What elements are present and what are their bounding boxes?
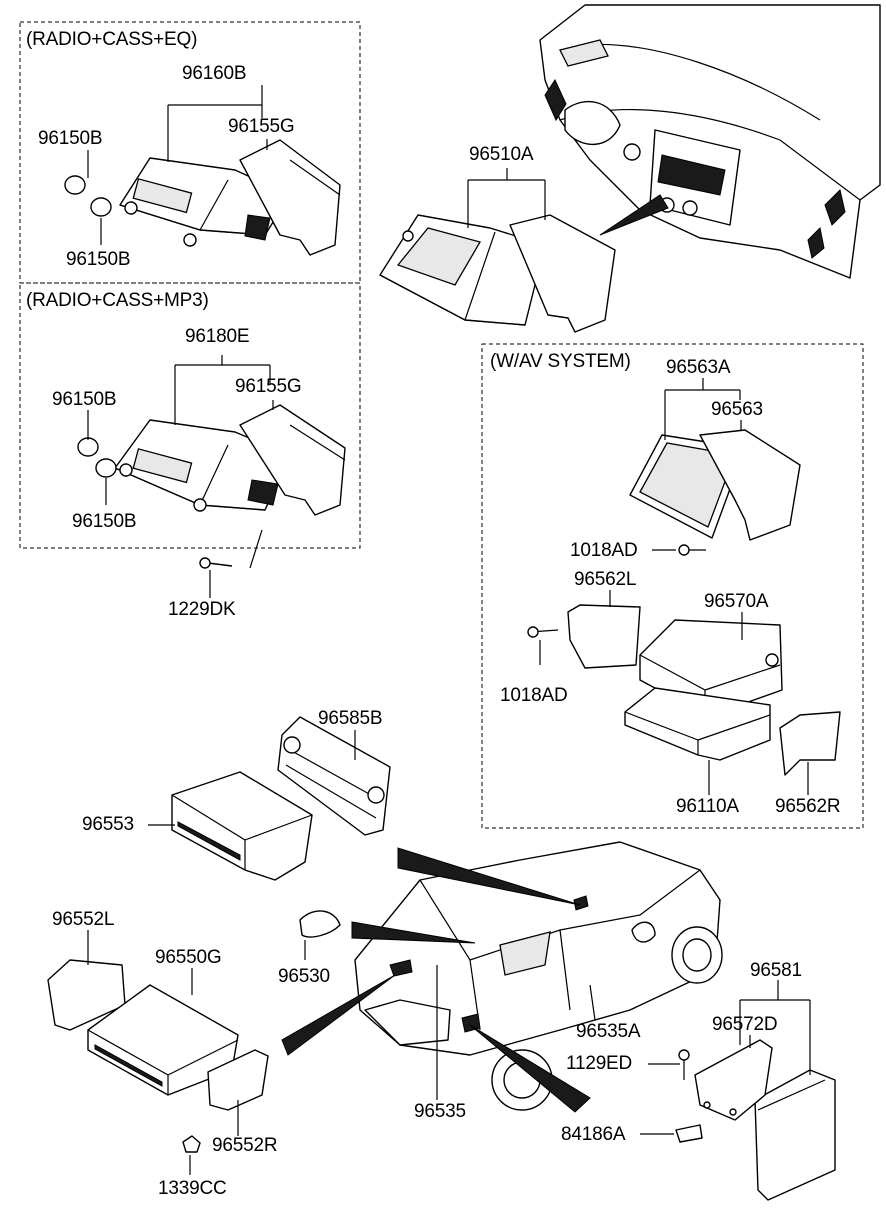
section-title-eq: (RADIO+CASS+EQ) — [26, 29, 198, 50]
part-label-96155G-mp3: 96155G — [235, 376, 302, 397]
part-label-96160B: 96160B — [182, 63, 247, 84]
part-label-96562L: 96562L — [574, 569, 637, 590]
part-label-96563A: 96563A — [666, 357, 731, 378]
part-label-1129ED: 1129ED — [566, 1053, 633, 1074]
part-label-96180E: 96180E — [185, 326, 250, 347]
part-label-96572D: 96572D — [712, 1014, 778, 1035]
part-label-96553: 96553 — [82, 814, 134, 835]
section-box-eq — [19, 21, 361, 284]
part-label-1018AD-b: 1018AD — [500, 685, 568, 706]
part-label-96510A: 96510A — [469, 144, 534, 165]
screw-1018AD-a — [678, 544, 706, 556]
pointer-wedges — [281, 847, 591, 1113]
part-label-96570A: 96570A — [704, 591, 769, 612]
monitor-96563A — [629, 429, 801, 541]
bracket-96572D — [694, 1039, 773, 1121]
bracket-96562L — [567, 604, 641, 669]
part-label-96150B-mp3-bottom: 96150B — [72, 511, 137, 532]
part-label-96585B: 96585B — [318, 708, 383, 729]
part-label-96535: 96535 — [414, 1101, 466, 1122]
part-label-1018AD-a: 1018AD — [570, 540, 638, 561]
part-label-96155G-eq: 96155G — [228, 116, 295, 137]
part-label-96552L: 96552L — [52, 909, 115, 930]
knob-96150B-mp3 — [77, 437, 117, 478]
section-title-av: (W/AV SYSTEM) — [490, 351, 631, 372]
bracket-96552R — [207, 1049, 269, 1111]
part-label-1229DK: 1229DK — [168, 599, 236, 620]
screw-1229DK — [199, 557, 233, 569]
radio-96160B — [119, 157, 291, 247]
antenna-96530 — [299, 910, 341, 938]
panel-96585B — [277, 716, 391, 836]
part-label-96110A: 96110A — [676, 796, 739, 817]
headunit-96510A — [379, 214, 616, 333]
part-label-96150B-eq-top: 96150B — [38, 128, 103, 149]
module-96581 — [754, 1069, 836, 1201]
bracket-96562R — [779, 711, 841, 776]
part-label-96150B-mp3-top: 96150B — [52, 389, 117, 410]
part-label-84186A: 84186A — [561, 1124, 626, 1145]
section-title-mp3: (RADIO+CASS+MP3) — [26, 290, 209, 311]
dashboard-illustration — [539, 4, 881, 279]
part-label-96550G: 96550G — [155, 947, 222, 968]
section-box-mp3 — [19, 282, 361, 549]
part-label-96535A: 96535A — [576, 1021, 641, 1042]
part-label-96581: 96581 — [750, 960, 802, 981]
part-label-96562R: 96562R — [775, 796, 841, 817]
bracket-96155G-eq — [239, 139, 341, 256]
screw-1129ED — [678, 1049, 690, 1080]
bracket-96155G-mp3 — [239, 404, 346, 516]
part-label-96150B-eq-bottom: 96150B — [66, 249, 131, 270]
leader-lines — [87, 85, 811, 1175]
screw-1018AD-b — [527, 626, 559, 638]
nut-1339CC — [182, 1135, 201, 1153]
part-label-96530: 96530 — [278, 966, 330, 987]
section-box-av — [481, 343, 864, 829]
amp-96553 — [171, 771, 313, 881]
clip-84186A — [675, 1124, 703, 1143]
part-label-96563: 96563 — [711, 399, 763, 420]
unit-96110A — [624, 687, 771, 761]
part-label-96552R: 96552R — [212, 1135, 278, 1156]
knob-96150B-eq — [64, 175, 112, 217]
part-label-1339CC: 1339CC — [158, 1178, 227, 1199]
